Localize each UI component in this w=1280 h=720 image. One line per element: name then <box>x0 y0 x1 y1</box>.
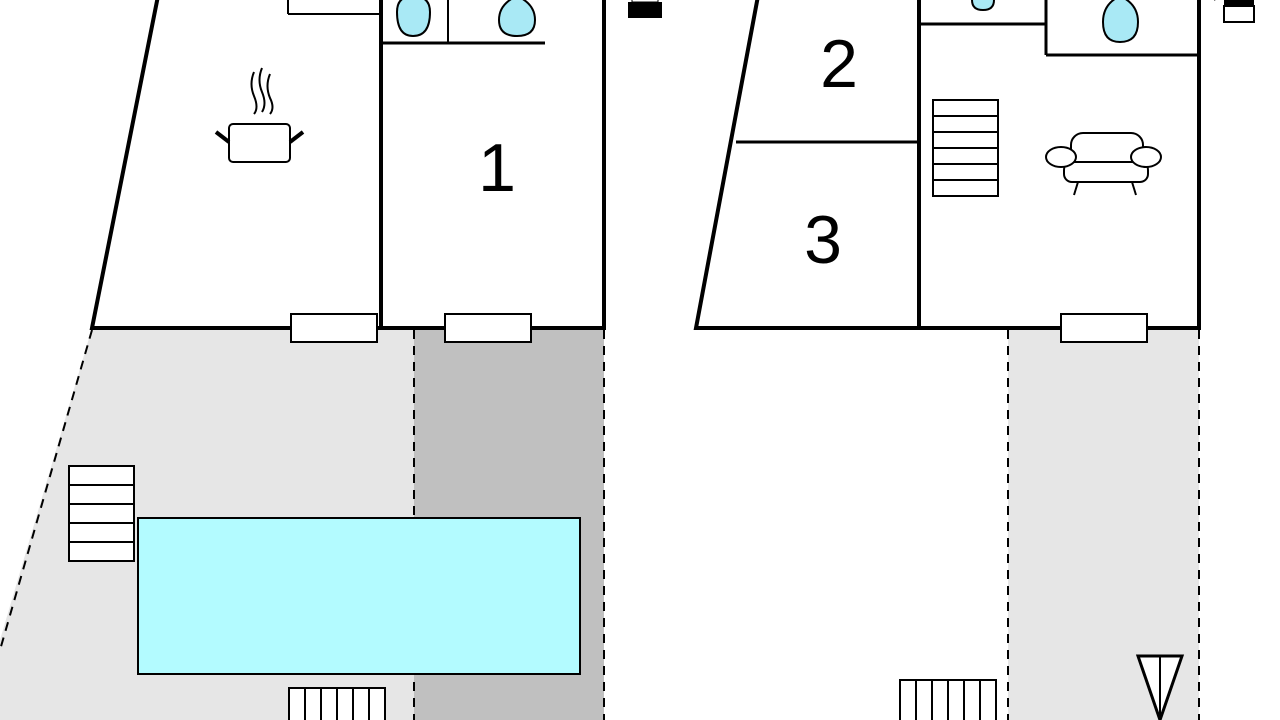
sink-icon <box>497 0 537 38</box>
pool-ladder-bottom-icon <box>288 687 386 720</box>
toilet-upper-icon <box>1101 0 1140 44</box>
meter-upper-icon <box>1214 0 1255 23</box>
sink-upper-icon <box>970 0 996 12</box>
building-left <box>89 0 606 330</box>
room-2-label: 2 <box>820 26 858 102</box>
window-left-2 <box>444 313 532 343</box>
staircase-icon <box>932 99 999 197</box>
pool <box>137 517 581 675</box>
parasol-icon <box>1135 654 1185 720</box>
room-3-label: 3 <box>804 202 842 278</box>
armchair-icon <box>1045 132 1162 196</box>
room-1-label: 1 <box>478 130 516 206</box>
meter-icon <box>628 0 662 18</box>
window-left-1 <box>290 313 378 343</box>
window-right <box>1060 313 1148 343</box>
toilet-icon <box>395 0 432 38</box>
pool-ladder-icon <box>68 465 135 562</box>
garden-steps-icon <box>899 679 997 720</box>
cooking-pot-icon <box>214 67 305 163</box>
